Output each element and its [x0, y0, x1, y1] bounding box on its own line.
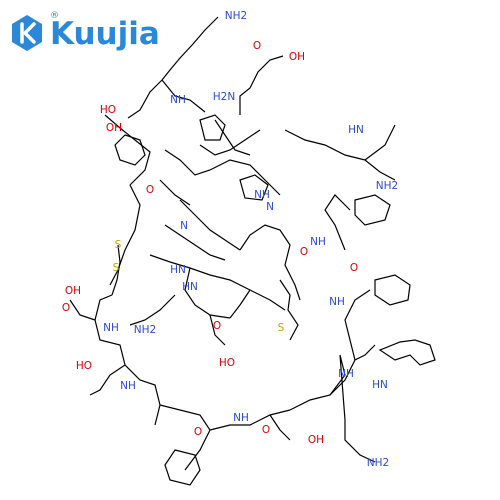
atom-label-s2: S — [113, 262, 120, 274]
brand-logo: Kuujia ® — [12, 11, 160, 52]
atom-label-o-cterm: O — [62, 302, 70, 314]
atom-label-nh-phe: NH — [329, 296, 345, 308]
atom-label-hn-arg: HN — [348, 124, 364, 136]
atom-label-ho-ser: HO — [76, 360, 92, 372]
atom-label-nh-cys: NH — [103, 322, 119, 334]
atom-label-oh-cterm: OH — [65, 285, 81, 297]
atom-label-ho-top: HO — [100, 104, 116, 116]
bond-skeleton — [69, 16, 436, 486]
atom-label-s1: S — [115, 239, 122, 251]
atom-label-nh-trp: NH — [338, 368, 354, 380]
atom-label-s-met: S — [278, 322, 285, 334]
atom-label-o-phe: O — [350, 262, 358, 274]
angle-bracket-k-icon — [12, 15, 42, 51]
atom-label-o-thr: O — [262, 424, 270, 436]
atom-label-oh-thr: OH — [308, 434, 324, 446]
atom-label-hn-asn: HN — [182, 281, 198, 293]
atom-label-o-asn: O — [213, 320, 221, 332]
atom-label-ho-ser2: HO — [219, 357, 235, 369]
atom-label-o-phe-bottom: O — [194, 426, 202, 438]
atom-label-nh2-top: NH2 — [225, 10, 247, 22]
atom-label-hn-trp: HN — [372, 379, 388, 391]
atom-label-n-pro: N — [266, 201, 274, 213]
atom-label-o-left: O — [146, 184, 154, 196]
atom-label-o-met: O — [300, 246, 308, 258]
atom-label-nh-ser: NH — [120, 380, 136, 392]
atom-label-nh-bottom: NH — [233, 412, 249, 424]
brand-name: Kuujia — [50, 16, 160, 52]
atom-label-nh2-arg: NH2 — [376, 180, 398, 192]
atom-label-nh-top: NH — [170, 94, 186, 106]
atom-label-hn-center: HN — [170, 264, 186, 276]
atom-label-nh2-asn: NH2 — [134, 324, 156, 336]
atom-label-h2n-mid: H2N — [213, 91, 235, 103]
atom-label-oh-tyr: OH — [106, 122, 122, 134]
atom-label-o-glu: O — [253, 40, 261, 52]
atom-label-oh-glu: OH — [289, 51, 305, 63]
atom-label-nh-center: NH — [254, 189, 270, 201]
atom-label-nh2-lys: NH2 — [367, 457, 389, 469]
atom-label-nh-met: NH — [310, 236, 326, 248]
atom-labels: NH2 OH O HO OH H2N NH HN NH2 O S S NH O … — [62, 10, 398, 469]
atom-label-n-center: N — [180, 220, 188, 232]
registered-mark: ® — [50, 11, 59, 21]
